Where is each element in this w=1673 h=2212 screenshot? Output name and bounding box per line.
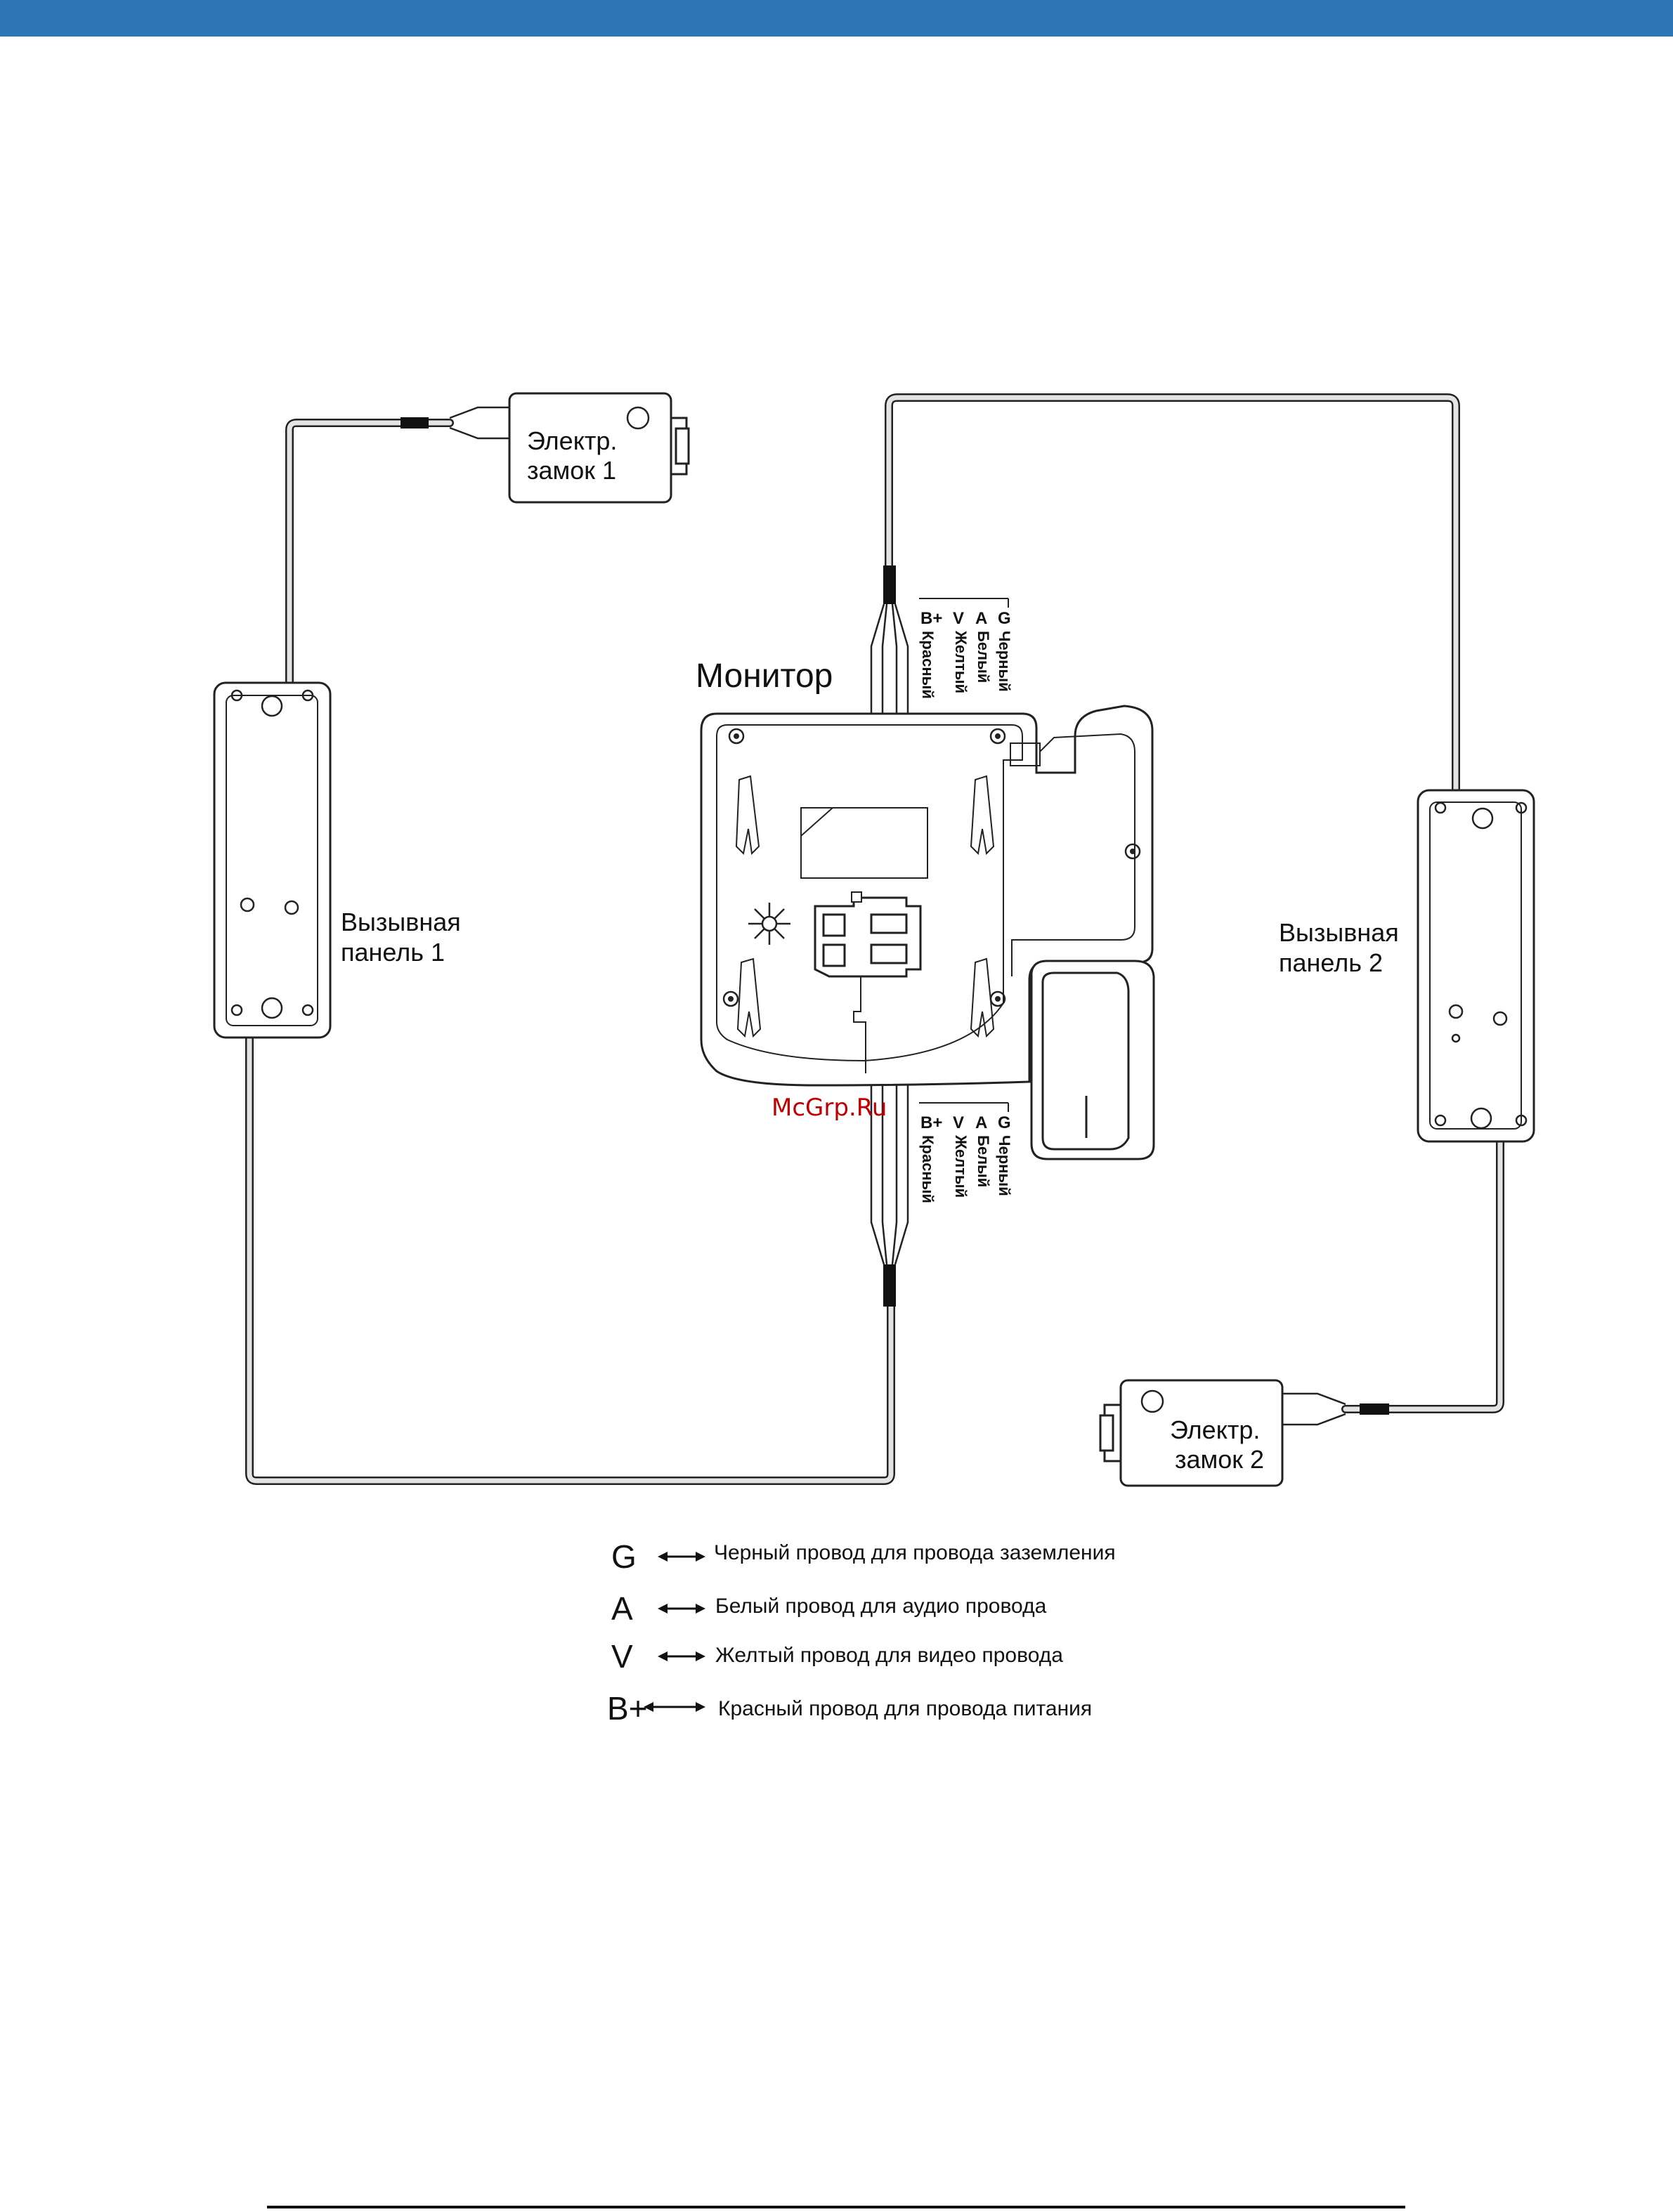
terminal-color-white: Белый bbox=[975, 631, 992, 683]
terminal-code-g: G bbox=[998, 1113, 1011, 1132]
double-arrow-icon bbox=[658, 1604, 705, 1614]
call-panel-1: Вызывная панель 1 bbox=[213, 681, 461, 1039]
lock1-label-line1: Электр. bbox=[527, 426, 617, 455]
header-bar bbox=[0, 0, 1673, 37]
wire-panel2-to-lock2 bbox=[1282, 1014, 1504, 1426]
speaker-grille-icon bbox=[748, 903, 790, 945]
panel1-label-line1: Вызывная bbox=[341, 908, 461, 936]
monitor-title: Монитор bbox=[696, 657, 833, 695]
panel2-label-line1: Вызывная bbox=[1279, 918, 1399, 947]
legend-row-v: V Желтый провод для видео провода bbox=[611, 1638, 1063, 1675]
legend-text-bplus: Красный провод для провода питания bbox=[718, 1697, 1092, 1720]
terminal-labels-bottom: B+ V A G Красный Желтый Белый Черный bbox=[919, 1102, 1013, 1203]
terminal-color-black: Черный bbox=[996, 1135, 1013, 1196]
terminal-code-a: A bbox=[975, 609, 987, 628]
connector-socket-icon bbox=[822, 943, 846, 967]
legend-code-v: V bbox=[611, 1638, 633, 1675]
legend-code-a: A bbox=[611, 1590, 633, 1627]
terminal-color-yellow: Желтый bbox=[952, 630, 970, 693]
lock2-label-line2: замок 2 bbox=[1175, 1445, 1264, 1474]
terminal-code-v: V bbox=[953, 609, 964, 628]
terminal-color-red: Красный bbox=[919, 1135, 937, 1203]
panel2-label-line2: панель 2 bbox=[1279, 948, 1383, 977]
legend-code-g: G bbox=[611, 1538, 637, 1575]
double-arrow-icon bbox=[644, 1702, 705, 1712]
terminal-code-v: V bbox=[953, 1113, 964, 1132]
wire-monitor-to-panel2 bbox=[885, 393, 1460, 1016]
mount-hooks bbox=[735, 775, 995, 1038]
legend-code-bplus: B+ bbox=[607, 1690, 648, 1727]
monitor-back: Монитор bbox=[696, 657, 1155, 1160]
double-arrow-icon bbox=[658, 1651, 705, 1661]
terminal-color-white: Белый bbox=[975, 1135, 992, 1187]
connector-socket-icon bbox=[870, 943, 908, 964]
terminal-code-bplus: B+ bbox=[920, 1113, 942, 1132]
terminal-code-bplus: B+ bbox=[920, 609, 942, 628]
legend-row-a: A Белый провод для аудио провода bbox=[611, 1590, 1047, 1627]
legend-text-v: Желтый провод для видео провода bbox=[715, 1644, 1063, 1667]
wire-lock1-to-panel1 bbox=[285, 406, 509, 914]
wire-legend: G Черный провод для провода заземления A… bbox=[607, 1538, 1116, 1727]
panel1-label-line2: панель 1 bbox=[341, 938, 445, 967]
terminal-color-red: Красный bbox=[919, 631, 937, 699]
handset-icon bbox=[1041, 971, 1130, 1151]
wire-panel1-to-monitor bbox=[245, 905, 895, 1485]
lock1-label-line2: замок 1 bbox=[527, 456, 616, 485]
connector-socket-icon bbox=[822, 913, 846, 937]
connector-socket-icon bbox=[870, 913, 908, 934]
label-plate bbox=[800, 807, 928, 879]
legend-text-g: Черный провод для провода заземления bbox=[714, 1541, 1116, 1564]
terminal-color-black: Черный bbox=[996, 631, 1013, 692]
screw-hole-icon bbox=[1140, 1389, 1164, 1413]
watermark-text: McGrp.Ru bbox=[772, 1094, 887, 1122]
legend-row-bplus: B+ Красный провод для провода питания bbox=[607, 1690, 1092, 1727]
legend-text-a: Белый провод для аудио провода bbox=[715, 1595, 1047, 1618]
electric-lock-1: Электр. замок 1 bbox=[508, 392, 690, 504]
lock2-label-line1: Электр. bbox=[1170, 1415, 1260, 1444]
terminal-color-yellow: Желтый bbox=[952, 1134, 970, 1198]
terminal-labels-top: B+ V A G Красный Желтый Белый Черный bbox=[919, 598, 1013, 699]
screw-hole-icon bbox=[626, 406, 650, 430]
electric-lock-2: Электр. замок 2 bbox=[1099, 1379, 1284, 1487]
call-panel-2: Вызывная панель 2 bbox=[1279, 789, 1535, 1143]
terminal-code-g: G bbox=[998, 609, 1011, 628]
legend-row-g: G Черный провод для провода заземления bbox=[611, 1538, 1116, 1575]
connector-block bbox=[814, 891, 922, 1073]
terminal-code-a: A bbox=[975, 1113, 987, 1132]
screw-hole-icon bbox=[722, 728, 1141, 1007]
footer-rule bbox=[267, 2206, 1405, 2208]
double-arrow-icon bbox=[658, 1552, 705, 1562]
